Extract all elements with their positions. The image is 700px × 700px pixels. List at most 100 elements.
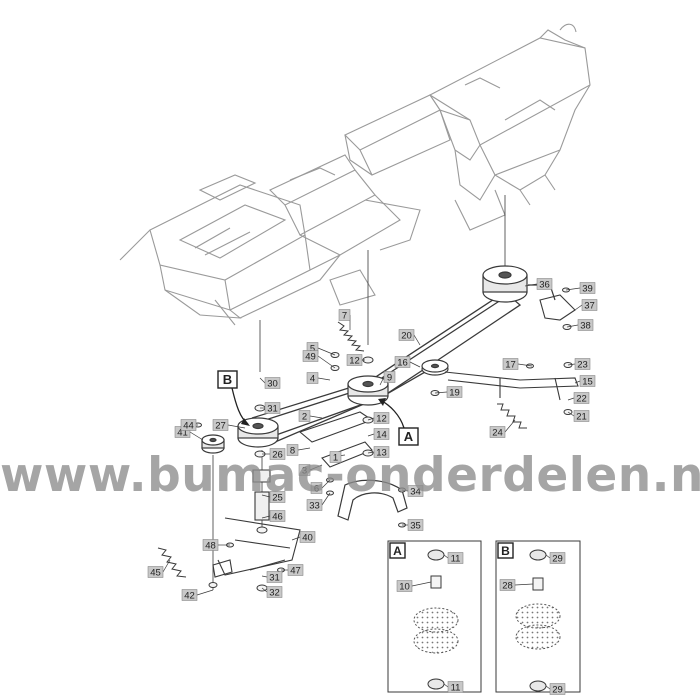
leader-c32	[261, 587, 268, 593]
callout-box	[499, 579, 516, 591]
callout-box	[329, 451, 342, 463]
callout-16: 16	[394, 356, 411, 369]
spring-45	[157, 547, 187, 578]
leader-c14	[367, 433, 375, 437]
callout-box	[298, 410, 311, 422]
callout-37: 37	[581, 299, 598, 312]
section-marker-b-label: B	[223, 372, 232, 387]
callout-23: 23	[574, 358, 591, 371]
callout-label: 17	[505, 360, 516, 371]
callout-label: 25	[272, 493, 283, 504]
bracket-34	[337, 479, 408, 521]
callout-label: 9	[387, 373, 392, 384]
leader-c17	[517, 363, 533, 367]
callout-label: 7	[342, 311, 347, 322]
deck-bracket	[212, 469, 301, 578]
callout-box	[394, 356, 411, 368]
callout-label: 44	[183, 421, 194, 432]
callout-32: 32	[266, 586, 283, 599]
section-marker-a-label: A	[404, 429, 414, 444]
leader-c33	[321, 492, 331, 506]
callout-14: 14	[373, 428, 390, 441]
callout-box	[573, 410, 590, 422]
callout-label: 41	[177, 428, 188, 439]
leader-c34	[401, 489, 409, 492]
callout-40: 40	[299, 531, 316, 544]
callout-label: 42	[184, 591, 195, 602]
callout-box	[302, 350, 319, 362]
callout-box	[581, 299, 598, 311]
callout-box	[287, 564, 304, 576]
leader-c21	[567, 411, 575, 417]
callout-label: 4	[310, 374, 315, 385]
callout-label: 31	[267, 404, 278, 415]
callout-box	[373, 446, 390, 458]
callout-label: 24	[492, 428, 503, 439]
callout-box	[264, 402, 281, 414]
callout-label: 29	[552, 554, 563, 565]
leader-c12b	[367, 417, 375, 421]
callout-box	[338, 309, 351, 321]
leader-c23	[567, 363, 576, 366]
callout-label: 11	[451, 554, 461, 565]
callout-label: 45	[150, 568, 161, 579]
pulley-41	[201, 434, 225, 454]
callout-label: 35	[410, 521, 421, 532]
callout-box	[266, 586, 283, 598]
callout-box	[502, 358, 519, 370]
callout-10: 10	[396, 580, 413, 593]
callout-label: 27	[215, 421, 226, 432]
callout-box	[398, 329, 415, 341]
callout-box	[549, 552, 566, 564]
spring-7	[337, 321, 365, 352]
callout-box	[269, 510, 286, 522]
callout-label: 30	[267, 379, 278, 390]
callout-box	[579, 375, 596, 387]
leader-c22	[567, 397, 575, 401]
leader-a10	[411, 581, 432, 587]
callout-47: 47	[287, 564, 304, 577]
callout-31: 31	[266, 571, 283, 584]
callout-box	[396, 580, 413, 592]
callout-label: 36	[539, 280, 550, 291]
callout-box	[373, 428, 390, 440]
callout-9: 9	[383, 371, 396, 384]
callout-label: 21	[576, 412, 587, 423]
callout-20: 20	[398, 329, 415, 342]
callout-27: 27	[212, 419, 229, 432]
callout-7: 7	[338, 309, 351, 322]
callout-38: 38	[577, 319, 594, 332]
leader-c2	[309, 415, 323, 419]
callout-39: 39	[579, 282, 596, 295]
callout-34: 34	[407, 485, 424, 498]
callout-box	[298, 464, 311, 476]
detail-frame-a	[387, 540, 482, 693]
section-marker-a: A	[378, 398, 419, 446]
leader-c46	[261, 515, 271, 519]
callout-box	[180, 419, 197, 431]
callout-label: 6	[314, 484, 319, 495]
callout-label: 8	[290, 446, 295, 457]
callout-label: 3	[302, 466, 307, 477]
leader-a11b	[443, 683, 449, 688]
callout-box	[579, 282, 596, 294]
leader-a11t	[443, 554, 449, 559]
callout-box	[446, 386, 463, 398]
leader-c3	[309, 464, 323, 471]
callout-3: 3	[298, 464, 311, 477]
callout-33: 33	[306, 499, 323, 512]
callout-box	[447, 681, 464, 693]
detail-b-title: B	[497, 542, 514, 559]
detail-frame-b	[495, 540, 581, 693]
callout-26: 26	[269, 448, 286, 461]
callout-box	[147, 566, 164, 578]
callout-2: 2	[298, 410, 311, 423]
leader-c16	[409, 361, 421, 368]
callout-box	[306, 499, 323, 511]
callout-label: 47	[290, 566, 301, 577]
callout-label: 13	[376, 448, 387, 459]
leader-c4	[317, 377, 331, 381]
callout-28: 28	[499, 579, 516, 592]
leader-c31b	[261, 575, 268, 578]
